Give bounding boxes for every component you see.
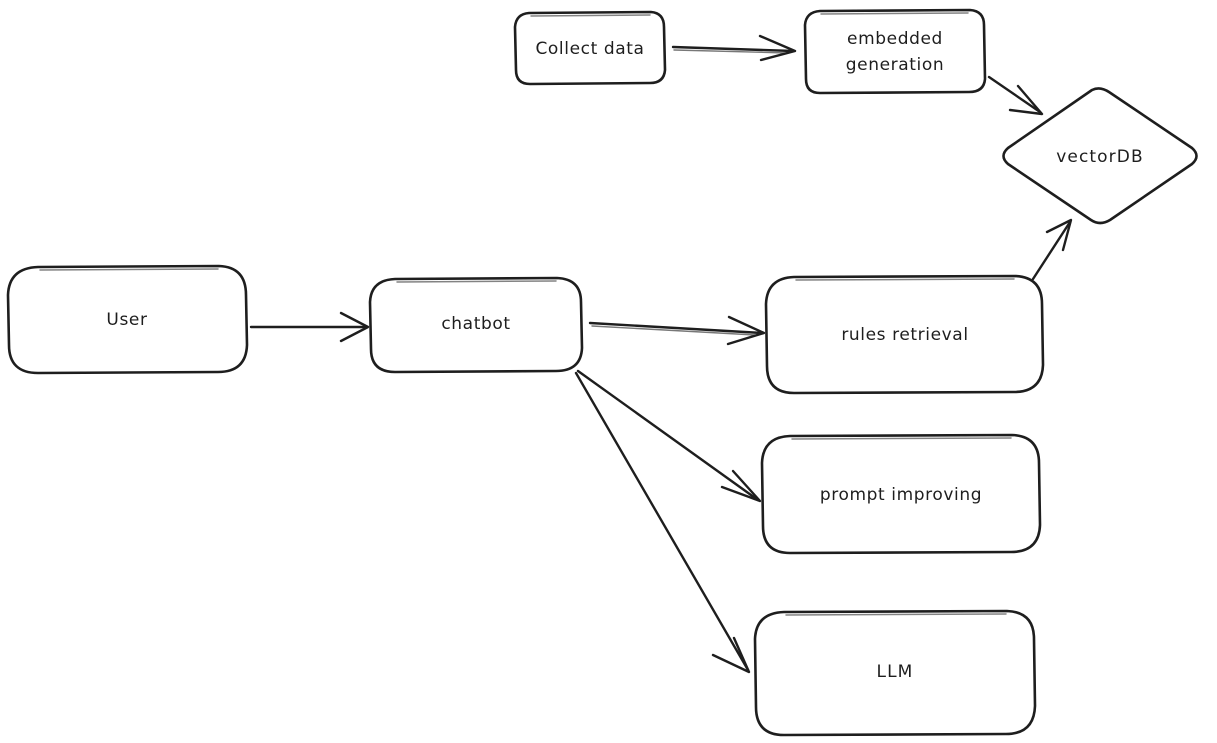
edge-user-to-chatbot bbox=[249, 311, 370, 343]
node-llm[interactable]: LLM bbox=[753, 609, 1037, 737]
node-label-user: User bbox=[106, 310, 147, 330]
node-label-chatbot: chatbot bbox=[441, 314, 510, 334]
edge-rules-retrieval-to-vectordb bbox=[1031, 218, 1073, 281]
node-prompt-improving[interactable]: prompt improving bbox=[760, 433, 1042, 555]
node-label-embedded-generation-line1: embedded bbox=[847, 29, 943, 49]
node-label-prompt-improving: prompt improving bbox=[820, 485, 982, 505]
node-rules-retrieval[interactable]: rules retrieval bbox=[764, 274, 1045, 395]
node-label-llm: LLM bbox=[877, 662, 914, 682]
edge-chatbot-to-prompt-improving bbox=[576, 369, 762, 503]
node-user[interactable]: User bbox=[6, 264, 249, 375]
node-chatbot[interactable]: chatbot bbox=[368, 276, 584, 374]
node-embedded-generation[interactable]: embedded generation bbox=[803, 8, 987, 95]
node-label-embedded-generation-line2: generation bbox=[846, 55, 944, 75]
node-collect-data[interactable]: Collect data bbox=[513, 10, 667, 86]
node-label-rules-retrieval: rules retrieval bbox=[841, 325, 968, 345]
edge-collect-data-to-embedded-generation bbox=[671, 34, 797, 62]
node-label-vectordb: vectorDB bbox=[1056, 147, 1143, 167]
edge-chatbot-to-llm bbox=[574, 371, 751, 674]
node-vectordb[interactable]: vectorDB bbox=[1002, 87, 1198, 225]
node-label-collect-data: Collect data bbox=[535, 39, 644, 59]
edge-chatbot-to-rules-retrieval bbox=[588, 315, 766, 346]
edge-embedded-generation-to-vectordb bbox=[987, 75, 1044, 116]
